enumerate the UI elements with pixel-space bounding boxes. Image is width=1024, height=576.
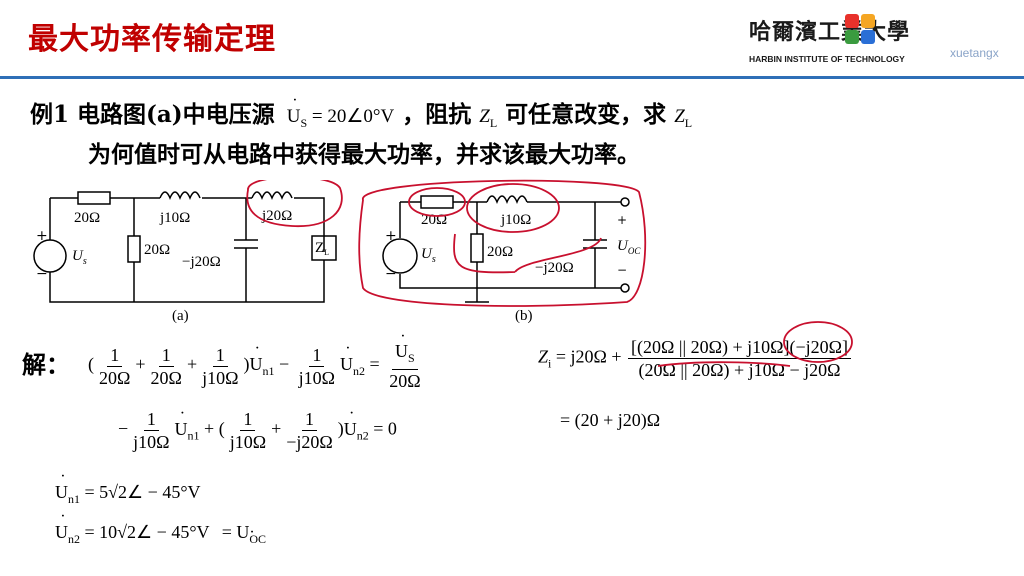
svg-text:−: − bbox=[617, 263, 627, 277]
circuit-a-resistor-20ohm bbox=[77, 191, 111, 205]
logo-tile-green bbox=[845, 30, 859, 44]
title-divider bbox=[0, 76, 1024, 79]
circuit-a-label-load: ZL bbox=[315, 240, 329, 257]
problem-mid2: 可任意改变，求 bbox=[505, 101, 667, 128]
circuit-b-resistor-20ohm bbox=[420, 195, 454, 209]
circuit-a-label-r2: 20Ω bbox=[144, 242, 170, 258]
circuit-a-wires bbox=[49, 197, 325, 303]
problem-prefix: 例1 电路图(a)中电压源 bbox=[30, 101, 275, 128]
svg-text:+: + bbox=[385, 228, 397, 244]
circuit-b-label-source: Us bbox=[421, 246, 436, 265]
watermark: xuetangx bbox=[950, 46, 999, 60]
problem-line-1: 例1 电路图(a)中电压源 US = 20∠0°V ，阻抗 ZL 可任意改变，求… bbox=[30, 92, 693, 131]
circuit-a-label-c: −j20Ω bbox=[182, 254, 221, 270]
load-symbol: ZL bbox=[479, 106, 498, 130]
circuit-a: + − 20Ω j10Ω j20Ω 20Ω −j20Ω ZL Us (a) bbox=[33, 180, 343, 324]
circuit-a-caption: (a) bbox=[172, 308, 189, 324]
svg-text:+: + bbox=[36, 228, 48, 244]
circuit-b: + − + − 20Ω j10Ω 20Ω −j20Ω Us UOC (b) bbox=[358, 179, 647, 324]
university-logo: 哈爾濱工業大學 HARBIN INSTITUTE OF TECHNOLOGY x… bbox=[745, 8, 1024, 74]
node-voltage-1: Un1 = 5√2∠ − 45°V bbox=[55, 468, 201, 507]
slide-title: 最大功率传输定理 bbox=[28, 22, 276, 57]
svg-text:+: + bbox=[617, 213, 627, 227]
circuit-b-caption: (b) bbox=[515, 308, 533, 324]
circuit-a-inductor-j10 bbox=[159, 191, 201, 200]
problem-mid: ，阻抗 bbox=[402, 101, 472, 128]
circuit-b-source bbox=[382, 238, 418, 274]
circuit-a-label-source: Us bbox=[72, 248, 87, 267]
logo-tile-red bbox=[845, 14, 859, 28]
circuit-b-wires bbox=[399, 201, 625, 289]
circuit-a-capacitor bbox=[234, 198, 258, 302]
zi-numerator: [(20Ω || 20Ω) + j10Ω](−j20Ω] bbox=[628, 336, 852, 359]
thevenin-impedance: Zi = j20Ω + [(20Ω || 20Ω) + j10Ω](−j20Ω]… bbox=[538, 336, 853, 381]
circuit-a-source bbox=[33, 239, 67, 273]
load-symbol-2: ZL bbox=[674, 106, 693, 130]
circuit-a-label-r1: 20Ω bbox=[74, 210, 100, 226]
circuit-a-label-l1: j10Ω bbox=[159, 210, 190, 226]
svg-text:−: − bbox=[385, 266, 397, 282]
svg-text:−: − bbox=[36, 266, 48, 282]
circuit-a-red-annotation bbox=[246, 180, 343, 227]
circuit-b-red-annotations bbox=[358, 179, 647, 307]
circuit-a-load-box bbox=[311, 235, 337, 261]
logo-tile-orange bbox=[861, 14, 875, 28]
circuit-b-label-l1: j10Ω bbox=[500, 212, 531, 228]
solution-red-annotations bbox=[657, 321, 853, 367]
circuit-a-inductor-j20 bbox=[251, 191, 293, 200]
solution-label: 解： bbox=[22, 350, 70, 379]
circuit-a-label-l2: j20Ω bbox=[261, 208, 292, 224]
zi-denominator: (20Ω || 20Ω) + j10Ω − j20Ω bbox=[638, 360, 841, 380]
circuit-b-resistor-shunt bbox=[470, 233, 484, 263]
circuit-b-inductor-j10 bbox=[486, 195, 528, 204]
logo-tile-blue bbox=[861, 30, 875, 44]
thevenin-result: = (20 + j20)Ω bbox=[560, 410, 661, 430]
logo-chinese-name: 哈爾濱工業大學 bbox=[749, 19, 911, 45]
source-expression: US = 20∠0°V bbox=[287, 92, 395, 130]
logo-english-name: HARBIN INSTITUTE OF TECHNOLOGY bbox=[749, 54, 905, 64]
circuit-b-label-uoc: UOC bbox=[617, 238, 641, 256]
circuit-a-resistor-shunt bbox=[127, 235, 141, 263]
circuit-b-label-c: −j20Ω bbox=[535, 260, 574, 276]
problem-line-2: 为何值时可从电路中获得最大功率，并求该最大功率。 bbox=[88, 141, 640, 168]
circuit-b-label-r2: 20Ω bbox=[487, 244, 513, 260]
circuit-b-ground bbox=[465, 288, 489, 303]
node-voltage-2: Un2 = 10√2∠ − 45°V = UOC bbox=[55, 508, 266, 547]
circuit-b-capacitor bbox=[583, 202, 607, 288]
